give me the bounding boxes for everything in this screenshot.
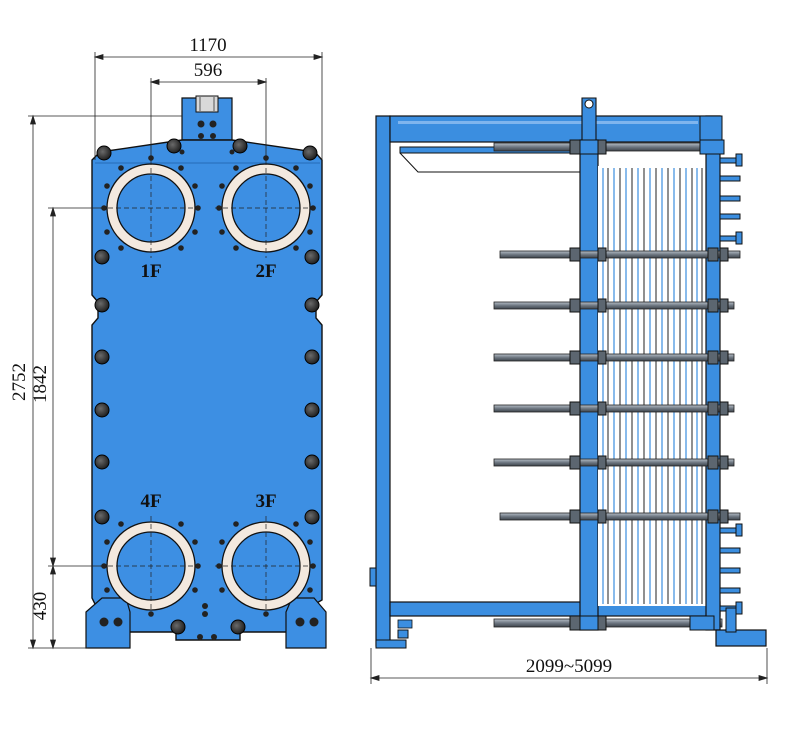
tightening-bolts-side <box>493 139 741 631</box>
nozzles <box>719 153 743 615</box>
top-carrying-bar <box>389 115 721 143</box>
fixed-frame-plate <box>705 115 721 631</box>
dim-text-foot-height: 430 <box>30 592 51 621</box>
port-label-3f: 3F <box>255 491 276 512</box>
port-label-2f: 2F <box>255 261 276 282</box>
top-guide-rod <box>493 142 723 152</box>
dim-foot-height <box>49 564 57 650</box>
dim-frame-length <box>369 648 769 684</box>
front-view: 1F 2F 4F 3F 1170 596 2752 <box>9 35 327 650</box>
right-foot <box>285 597 327 649</box>
dim-overall-width <box>93 52 324 160</box>
port-label-4f: 4F <box>140 491 161 512</box>
pressure-plate <box>579 139 599 631</box>
support-column <box>375 115 391 647</box>
port-bolt-dots <box>101 149 316 617</box>
dim-text-overall-width: 1170 <box>189 35 226 56</box>
dim-port-spacing-h <box>149 78 268 160</box>
dim-text-port-spacing-v: 1842 <box>30 365 51 403</box>
dim-text-port-spacing-h: 596 <box>194 60 223 81</box>
bottom-guide-rod <box>493 618 723 628</box>
frame-foot <box>715 629 767 647</box>
dim-overall-height <box>28 114 182 650</box>
dim-text-frame-length: 2099~5099 <box>526 656 612 677</box>
hanger-roller <box>195 95 219 113</box>
dim-text-overall-height: 2752 <box>9 363 30 401</box>
dim-port-spacing-v <box>48 206 104 568</box>
side-view: 2099~5099 <box>369 97 769 684</box>
tightening-bolts-front <box>94 138 320 635</box>
plate-pack <box>598 166 708 606</box>
port-label-1f: 1F <box>140 261 161 282</box>
